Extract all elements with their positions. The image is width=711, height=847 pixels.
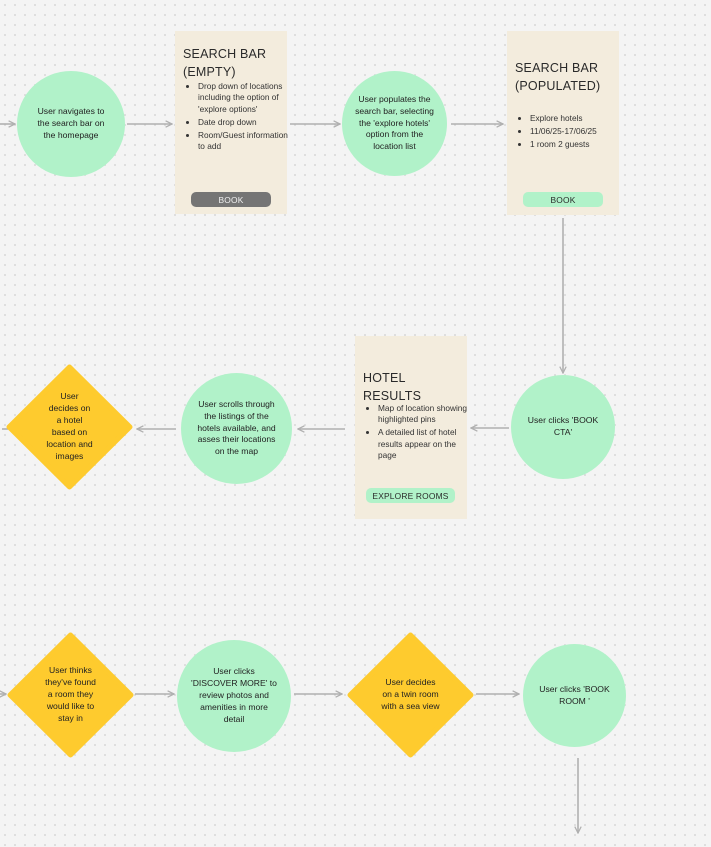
- card-search-bar-populated: SEARCH BAR (POPULATED) Explore hotels 11…: [507, 31, 619, 215]
- node-populates-search-text: User populates the search bar, selecting…: [355, 93, 434, 152]
- list-item: Map of location showing highlighted pins: [378, 403, 470, 426]
- diamond-shape: [6, 364, 133, 490]
- card-search-bar-populated-title: SEARCH BAR (POPULATED): [515, 61, 601, 93]
- decision-room[interactable]: User thinks they've found a room they wo…: [7, 631, 134, 759]
- book-button[interactable]: BOOK: [523, 192, 603, 207]
- card-search-bar-empty: SEARCH BAR (EMPTY) Drop down of location…: [175, 31, 290, 214]
- card-hotel-results-title: HOTEL RESULTS: [363, 371, 422, 403]
- list-item: 11/06/25-17/06/25: [530, 126, 626, 137]
- node-clicks-book-room-text: User clicks 'BOOK ROOM ': [539, 683, 610, 706]
- list-item: Room/Guest information to add: [198, 130, 290, 153]
- node-discover-more[interactable]: User clicks 'DISCOVER MORE' to review ph…: [177, 640, 291, 752]
- explore-rooms-button[interactable]: EXPLORE ROOMS: [366, 488, 455, 503]
- diamond-shape: [7, 632, 134, 758]
- card-search-bar-empty-title: SEARCH BAR (EMPTY): [183, 47, 267, 79]
- decision-room-label: User thinks they've found a room they wo…: [7, 631, 134, 759]
- card-search-bar-empty-list: Drop down of locations including the opt…: [186, 81, 290, 154]
- node-populates-search[interactable]: User populates the search bar, selecting…: [342, 71, 447, 176]
- card-search-bar-populated-list: Explore hotels 11/06/25-17/06/25 1 room …: [518, 113, 626, 152]
- book-button[interactable]: BOOK: [191, 192, 271, 207]
- list-item: Drop down of locations including the opt…: [198, 81, 290, 115]
- card-hotel-results-list: Map of location showing highlighted pins…: [366, 403, 470, 463]
- decision-twin-room[interactable]: User decides on a twin room with a sea v…: [347, 631, 474, 759]
- node-navigate-search-text: User navigates to the search bar on the …: [37, 106, 105, 140]
- decision-hotel-text: User decides on a hotel based on locatio…: [46, 391, 93, 461]
- diamond-shape: [347, 632, 474, 758]
- list-item: A detailed list of hotel results appear …: [378, 427, 470, 461]
- node-scrolls-listings[interactable]: User scrolls through the listings of the…: [181, 373, 292, 484]
- decision-hotel-label: User decides on a hotel based on locatio…: [6, 363, 133, 491]
- decision-hotel[interactable]: User decides on a hotel based on locatio…: [6, 363, 133, 491]
- decision-room-text: User thinks they've found a room they wo…: [45, 665, 96, 723]
- list-item: 1 room 2 guests: [530, 139, 626, 150]
- list-item: Date drop down: [198, 117, 290, 128]
- node-clicks-book-room[interactable]: User clicks 'BOOK ROOM ': [523, 644, 626, 747]
- node-clicks-book-cta-text: User clicks 'BOOK CTA': [527, 415, 599, 437]
- node-discover-more-text: User clicks 'DISCOVER MORE' to review ph…: [191, 666, 277, 724]
- node-clicks-book-cta[interactable]: User clicks 'BOOK CTA': [511, 375, 615, 479]
- card-hotel-results: HOTEL RESULTS Map of location showing hi…: [355, 336, 467, 519]
- decision-twin-room-label: User decides on a twin room with a sea v…: [347, 631, 474, 759]
- node-scrolls-listings-text: User scrolls through the listings of the…: [197, 398, 276, 457]
- node-navigate-search[interactable]: User navigates to the search bar on the …: [17, 71, 125, 177]
- list-item: Explore hotels: [530, 113, 626, 124]
- decision-twin-room-text: User decides on a twin room with a sea v…: [381, 677, 440, 711]
